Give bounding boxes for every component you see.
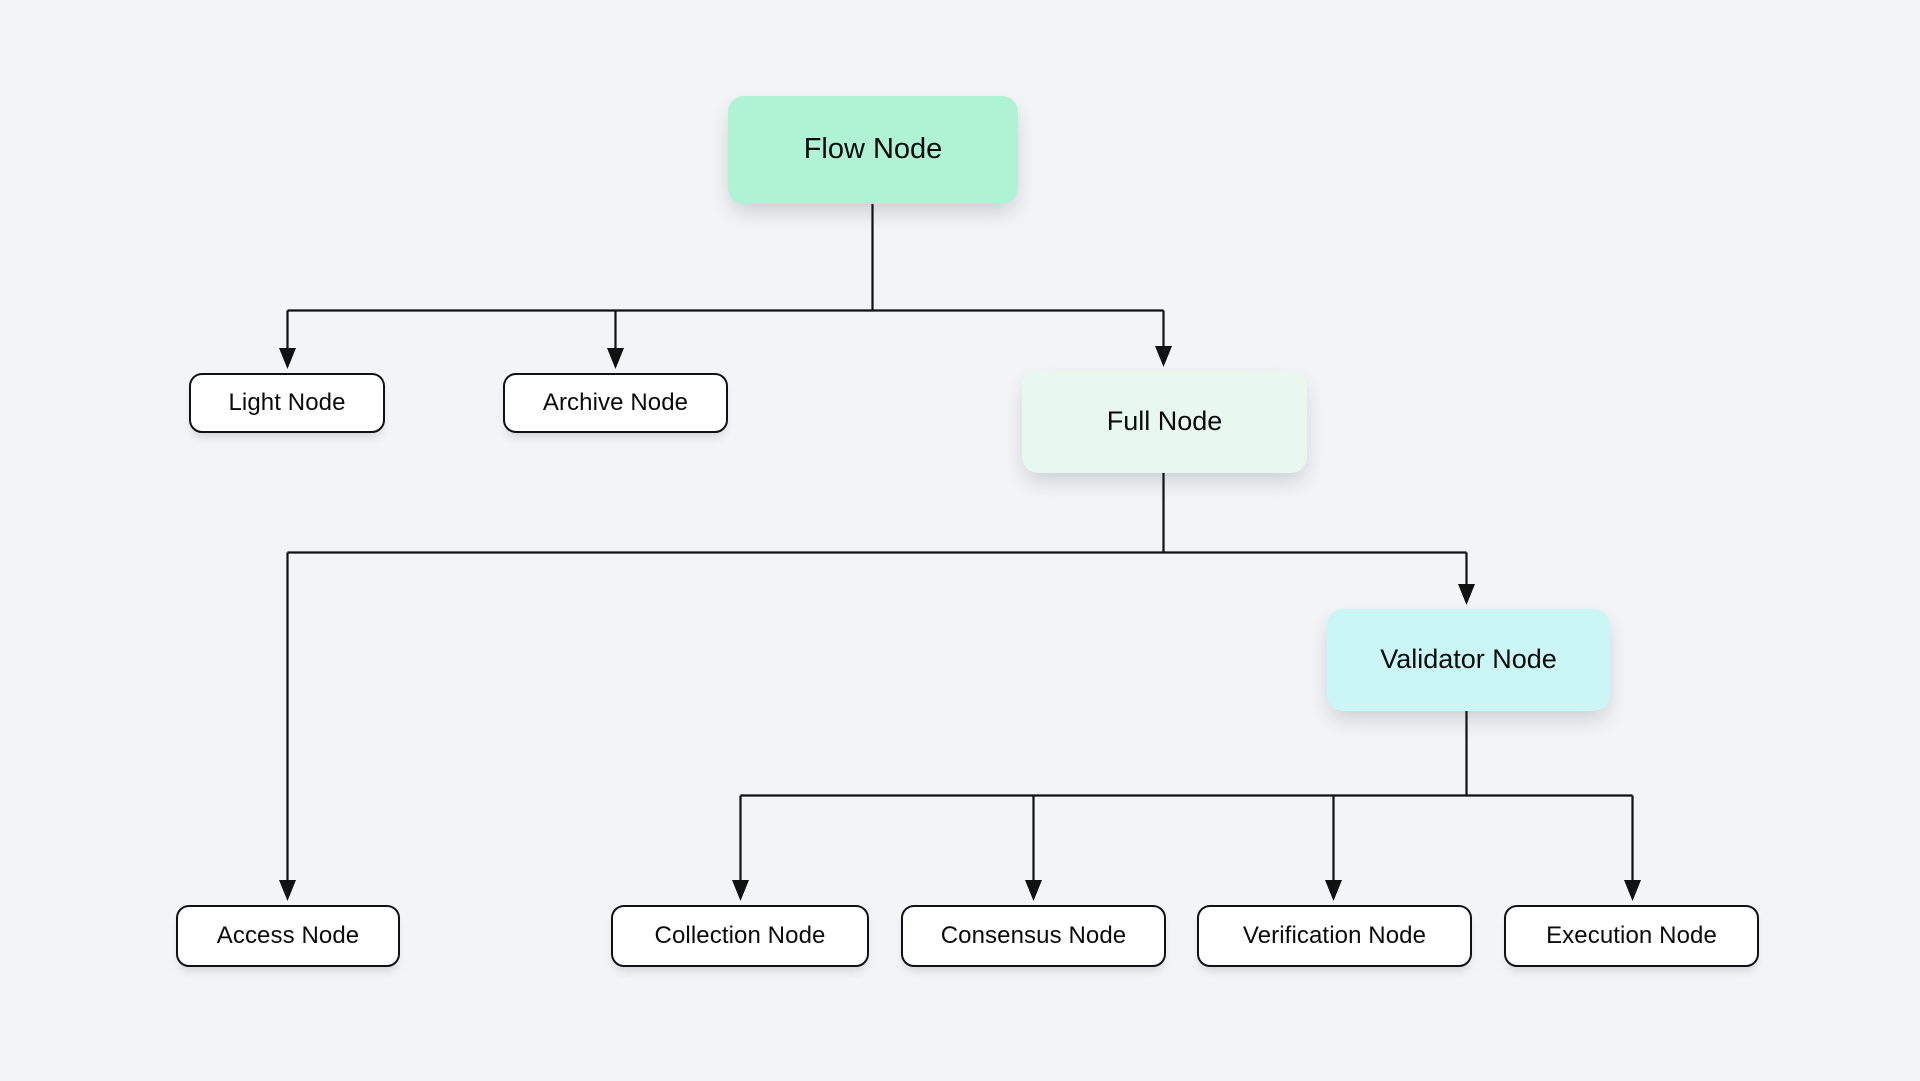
node-label: Full Node — [1106, 406, 1223, 437]
node-label: Verification Node — [1242, 922, 1427, 950]
node-label: Collection Node — [654, 922, 826, 950]
node-label: Light Node — [228, 389, 346, 417]
node-label: Validator Node — [1380, 644, 1557, 675]
node-label: Archive Node — [542, 389, 689, 417]
arrowhead-verification — [1325, 880, 1342, 901]
node-label: Execution Node — [1546, 922, 1717, 950]
node-verification-node[interactable]: Verification Node — [1197, 905, 1472, 967]
node-consensus-node[interactable]: Consensus Node — [901, 905, 1166, 967]
node-label: Access Node — [216, 922, 360, 950]
arrowhead-execution — [1624, 880, 1641, 901]
arrowhead-validator — [1458, 584, 1475, 605]
node-label: Flow Node — [803, 133, 943, 166]
node-validator-node[interactable]: Validator Node — [1327, 609, 1610, 711]
node-light-node[interactable]: Light Node — [189, 373, 385, 433]
node-archive-node[interactable]: Archive Node — [503, 373, 728, 433]
node-execution-node[interactable]: Execution Node — [1504, 905, 1759, 967]
arrowhead-full — [1155, 346, 1172, 367]
node-label: Consensus Node — [940, 922, 1127, 950]
node-full-node[interactable]: Full Node — [1022, 371, 1307, 473]
arrowhead-access — [279, 880, 296, 901]
arrowhead-consensus — [1025, 880, 1042, 901]
arrowhead-collection — [732, 880, 749, 901]
node-access-node[interactable]: Access Node — [176, 905, 400, 967]
node-flow-node[interactable]: Flow Node — [728, 96, 1018, 204]
node-collection-node[interactable]: Collection Node — [611, 905, 869, 967]
arrowhead-archive — [607, 348, 624, 369]
arrowhead-light — [279, 348, 296, 369]
